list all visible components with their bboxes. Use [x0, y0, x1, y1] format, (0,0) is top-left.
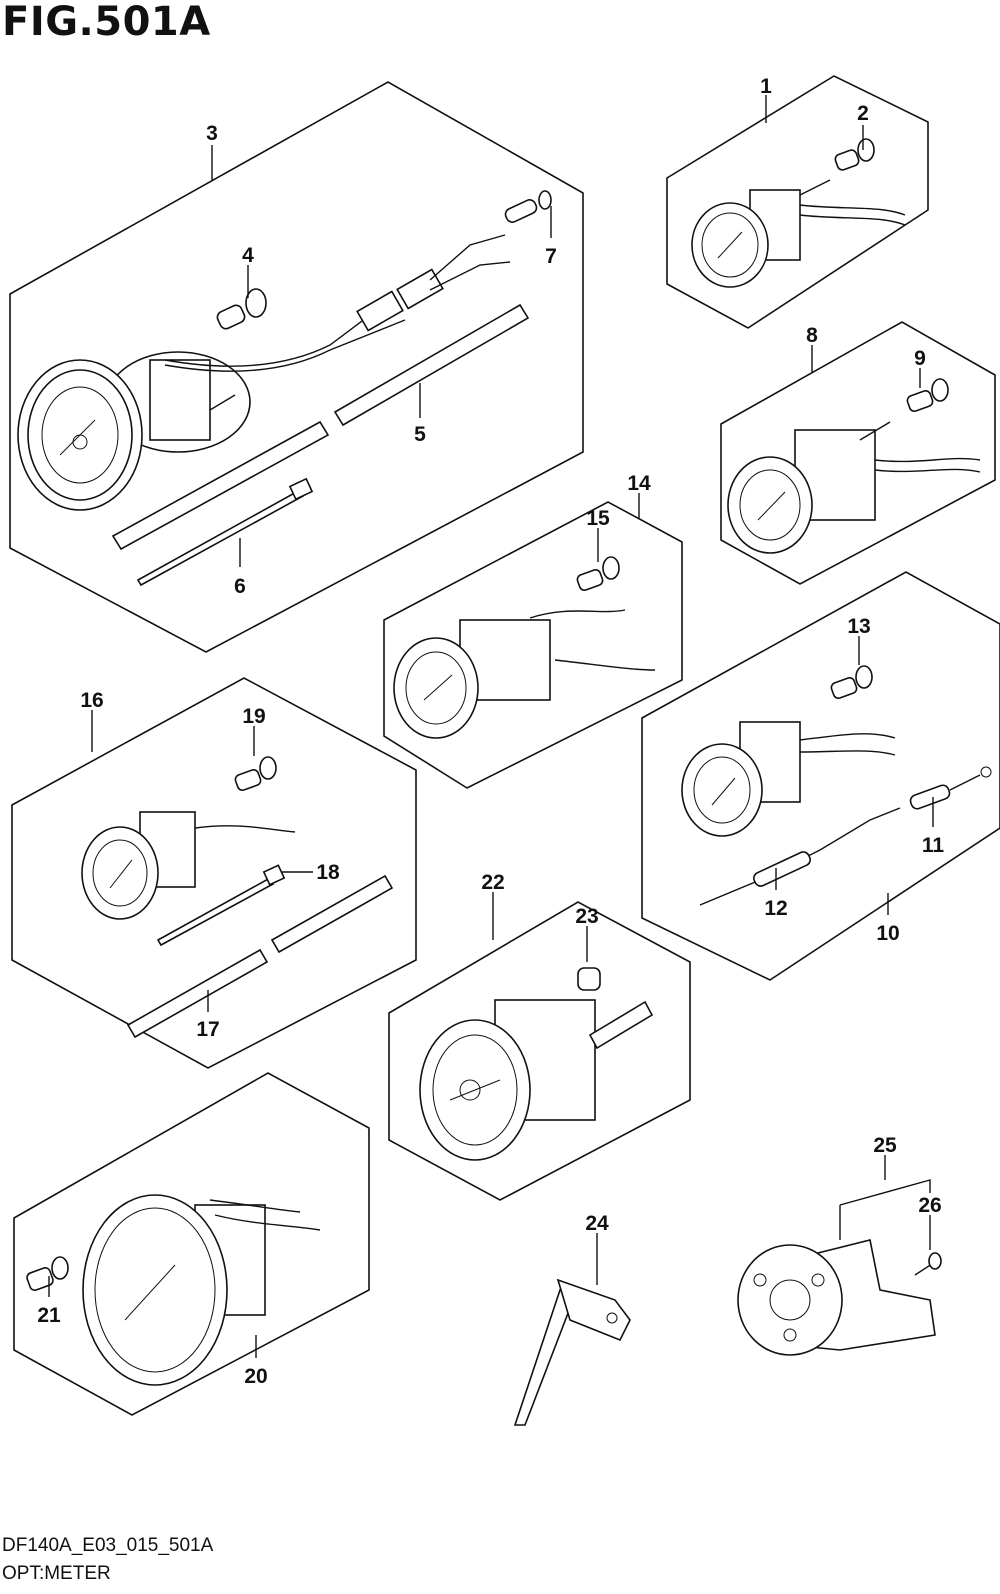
gauge-14-icon [393, 609, 656, 739]
callout-22: 22 [481, 871, 504, 894]
group-1-frame [666, 75, 929, 329]
callout-15: 15 [586, 507, 610, 530]
figure-title: FIG.501A [2, 0, 211, 45]
bulb-9-icon [906, 378, 949, 413]
callout-12: 12 [764, 897, 787, 920]
callout-5: 5 [414, 423, 426, 446]
bulb-4-icon [216, 288, 267, 330]
group-22-frame [388, 901, 691, 1201]
group-14-frame [383, 501, 683, 789]
tie-6-icon [136, 477, 314, 587]
callout-4: 4 [242, 244, 254, 267]
callout-3: 3 [206, 122, 218, 145]
group-8-frame [720, 321, 996, 585]
callout-1: 1 [760, 75, 772, 98]
gauge-20-icon [82, 1194, 321, 1386]
gauge-16-icon [81, 811, 296, 920]
callout-23: 23 [575, 905, 598, 928]
gauge-22-icon [419, 999, 654, 1161]
callout-21: 21 [37, 1304, 61, 1327]
callout-2: 2 [857, 102, 869, 125]
bulb-15-icon [576, 556, 620, 592]
figure-code: DF140A_E03_015_501A [2, 1535, 214, 1556]
callout-16: 16 [80, 689, 103, 712]
callout-labels: 1 2 3 4 5 6 7 8 9 10 11 12 13 14 15 16 1… [37, 75, 944, 1388]
figure-caption: OPT:METER [2, 1563, 111, 1584]
callout-11: 11 [922, 834, 945, 857]
lead-11-icon [909, 766, 992, 810]
callout-24: 24 [585, 1212, 609, 1235]
callout-13: 13 [847, 615, 870, 638]
callout-18: 18 [316, 861, 340, 884]
callout-19: 19 [242, 705, 265, 728]
callout-8: 8 [806, 324, 818, 347]
tube-5-icon [111, 303, 530, 551]
tie-18-icon [156, 864, 286, 947]
group-20-frame [13, 1072, 370, 1416]
gauge-10-icon [681, 721, 896, 837]
bulb-2-icon [834, 138, 875, 171]
connector-7-icon [504, 190, 552, 223]
callout-14: 14 [627, 472, 651, 495]
callout-10: 10 [876, 922, 899, 945]
gauge-1-icon [691, 179, 906, 288]
group-3-frame [9, 81, 584, 653]
callout-7: 7 [545, 245, 557, 268]
screw-26-icon [914, 1252, 942, 1276]
bulb-23-icon [577, 967, 601, 991]
callout-17: 17 [196, 1018, 219, 1041]
gauge-3-icon [17, 234, 511, 511]
callout-6: 6 [234, 575, 246, 598]
harness-12-icon [699, 807, 901, 906]
callout-20: 20 [244, 1365, 267, 1388]
gauge-8-icon [727, 421, 981, 554]
callout-25: 25 [873, 1134, 897, 1157]
bulb-13-icon [830, 665, 873, 700]
lever-24-icon [513, 1278, 631, 1426]
bulb-19-icon [234, 756, 277, 792]
bulb-21-icon [26, 1256, 69, 1291]
callout-9: 9 [914, 347, 926, 370]
tube-17-icon [126, 874, 394, 1039]
callout-26: 26 [918, 1194, 941, 1217]
group-10-frame [641, 571, 1000, 981]
housing-25-icon [737, 1239, 936, 1356]
group-16-frame [11, 677, 417, 1069]
leader-lines [48, 95, 934, 1358]
